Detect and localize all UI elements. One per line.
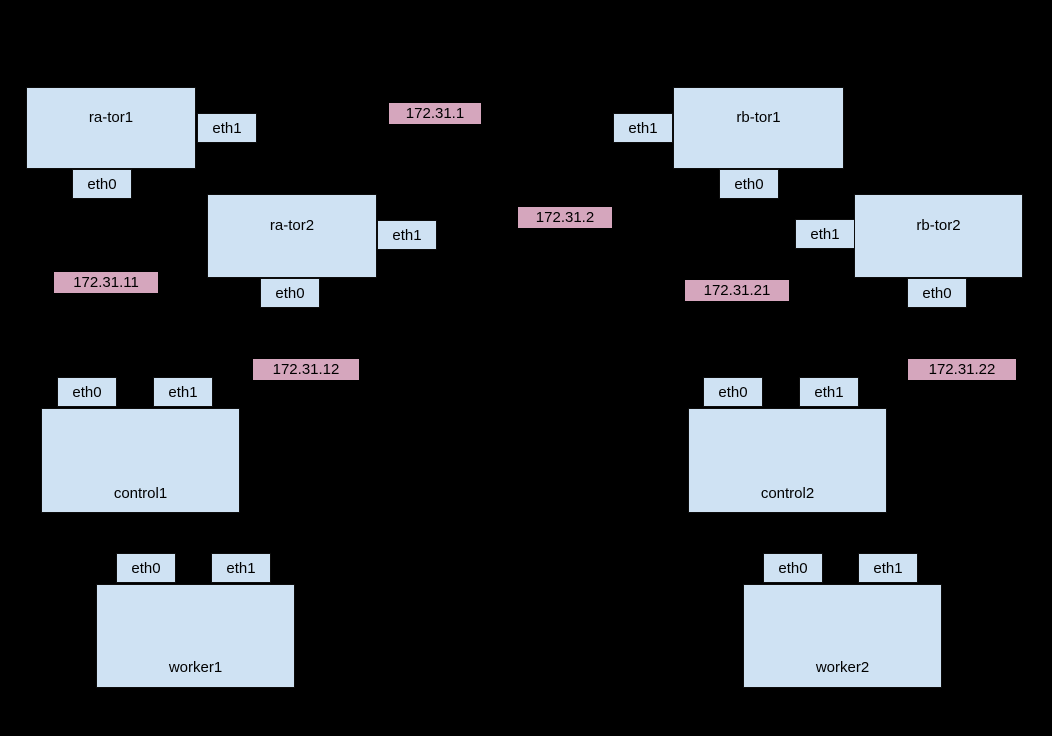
port-control1-eth1: eth1 bbox=[153, 377, 213, 407]
port-label: eth0 bbox=[72, 383, 102, 401]
port-rb-tor2-eth0: eth0 bbox=[907, 278, 967, 308]
node-worker2: worker2 bbox=[743, 584, 942, 688]
ip-label-172-31-21: 172.31.21 bbox=[685, 280, 789, 301]
port-label: eth0 bbox=[87, 175, 117, 193]
port-rb-tor1-eth0: eth0 bbox=[719, 169, 779, 199]
port-ra-tor1-eth0: eth0 bbox=[72, 169, 132, 199]
port-worker2-eth1: eth1 bbox=[858, 553, 918, 583]
node-label: control1 bbox=[113, 485, 168, 502]
port-label: eth1 bbox=[392, 226, 422, 244]
port-control2-eth1: eth1 bbox=[799, 377, 859, 407]
ip-label-172-31-12: 172.31.12 bbox=[253, 359, 359, 380]
node-label: rb-tor1 bbox=[736, 109, 781, 126]
port-ra-tor2-eth0: eth0 bbox=[260, 278, 320, 308]
node-control1: control1 bbox=[41, 408, 240, 513]
port-rb-tor2-eth1: eth1 bbox=[795, 219, 855, 249]
port-label: eth1 bbox=[873, 559, 903, 577]
ip-label-172-31-11: 172.31.11 bbox=[54, 272, 158, 293]
port-worker2-eth0: eth0 bbox=[763, 553, 823, 583]
node-rb-tor1: rb-tor1 bbox=[673, 87, 844, 169]
port-worker1-eth0: eth0 bbox=[116, 553, 176, 583]
node-label: ra-tor1 bbox=[88, 109, 134, 126]
port-control1-eth0: eth0 bbox=[57, 377, 117, 407]
port-label: eth1 bbox=[810, 225, 840, 243]
port-ra-tor2-eth1: eth1 bbox=[377, 220, 437, 250]
node-rb-tor2: rb-tor2 bbox=[854, 194, 1023, 278]
ip-label-172-31-2: 172.31.2 bbox=[518, 207, 612, 228]
node-label: control2 bbox=[760, 485, 815, 502]
port-label: eth0 bbox=[734, 175, 764, 193]
ip-label-172-31-22: 172.31.22 bbox=[908, 359, 1016, 380]
node-label: ra-tor2 bbox=[269, 217, 315, 234]
port-label: eth1 bbox=[212, 119, 242, 137]
node-label: worker2 bbox=[815, 659, 870, 676]
port-label: eth0 bbox=[778, 559, 808, 577]
port-label: eth0 bbox=[922, 284, 952, 302]
port-label: eth0 bbox=[718, 383, 748, 401]
node-label: worker1 bbox=[168, 659, 223, 676]
port-label: eth1 bbox=[814, 383, 844, 401]
port-worker1-eth1: eth1 bbox=[211, 553, 271, 583]
node-ra-tor1: ra-tor1 bbox=[26, 87, 196, 169]
port-rb-tor1-eth1: eth1 bbox=[613, 113, 673, 143]
node-ra-tor2: ra-tor2 bbox=[207, 194, 377, 278]
node-worker1: worker1 bbox=[96, 584, 295, 688]
port-label: eth0 bbox=[275, 284, 305, 302]
port-label: eth1 bbox=[628, 119, 658, 137]
ip-label-172-31-1: 172.31.1 bbox=[389, 103, 481, 124]
node-control2: control2 bbox=[688, 408, 887, 513]
port-label: eth1 bbox=[168, 383, 198, 401]
port-control2-eth0: eth0 bbox=[703, 377, 763, 407]
port-ra-tor1-eth1: eth1 bbox=[197, 113, 257, 143]
port-label: eth0 bbox=[131, 559, 161, 577]
port-label: eth1 bbox=[226, 559, 256, 577]
node-label: rb-tor2 bbox=[916, 217, 961, 234]
